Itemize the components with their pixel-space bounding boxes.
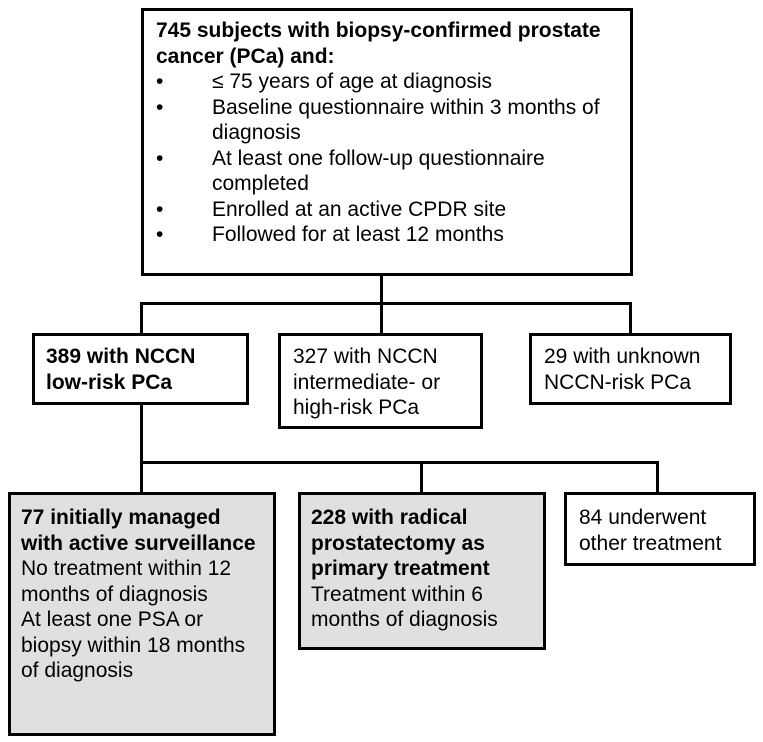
other-treatment-label: 84 underwent other treatment bbox=[579, 506, 722, 555]
connector-to-low-risk bbox=[140, 302, 143, 335]
connector-to-active-surveillance bbox=[140, 461, 143, 494]
connector-level3-horizontal bbox=[140, 461, 659, 464]
connector-to-other-treatment bbox=[656, 461, 659, 494]
connector-to-prostatectomy bbox=[420, 461, 423, 494]
top-box-title: 745 subjects with biopsy-confirmed prost… bbox=[156, 19, 601, 68]
other-treatment-box: 84 underwent other treatment bbox=[564, 492, 756, 566]
active-surveillance-criterion: No treatment within 12 months of diagnos… bbox=[21, 557, 232, 606]
unknown-risk-label: 29 with unknown NCCN-risk PCa bbox=[544, 345, 701, 394]
active-surveillance-box: 77 initially managed with active surveil… bbox=[8, 492, 276, 736]
connector-level2-horizontal bbox=[140, 302, 632, 305]
unknown-risk-box: 29 with unknown NCCN-risk PCa bbox=[529, 333, 732, 405]
intermediate-high-risk-label: 327 with NCCN intermediate- or high-risk… bbox=[293, 345, 441, 419]
connector-to-unknown bbox=[629, 302, 632, 335]
inclusion-criterion: Baseline questionnaire within 3 months o… bbox=[156, 95, 620, 146]
radical-prostatectomy-criterion: Treatment within 6 months of diagnosis bbox=[311, 582, 498, 632]
connector-low-risk-down bbox=[140, 403, 143, 463]
inclusion-criterion: At least one follow-up questionnaire com… bbox=[156, 146, 620, 197]
active-surveillance-title: 77 initially managed with active surveil… bbox=[21, 506, 256, 555]
inclusion-criteria-list: ≤ 75 years of age at diagnosis Baseline … bbox=[156, 69, 620, 248]
low-risk-label: 389 with NCCN low-risk PCa bbox=[46, 345, 196, 394]
top-inclusion-box: 745 subjects with biopsy-confirmed prost… bbox=[141, 8, 633, 276]
inclusion-criterion: Enrolled at an active CPDR site bbox=[156, 197, 620, 223]
radical-prostatectomy-title: 228 with radical prostatectomy as primar… bbox=[311, 506, 490, 580]
inclusion-criterion: ≤ 75 years of age at diagnosis bbox=[156, 69, 620, 95]
intermediate-high-risk-box: 327 with NCCN intermediate- or high-risk… bbox=[278, 333, 483, 429]
radical-prostatectomy-box: 228 with radical prostatectomy as primar… bbox=[298, 492, 546, 650]
connector-to-intermediate bbox=[380, 302, 383, 335]
low-risk-box: 389 with NCCN low-risk PCa bbox=[32, 333, 249, 405]
active-surveillance-criterion: At least one PSA or biopsy within 18 mon… bbox=[21, 608, 246, 682]
inclusion-criterion: Followed for at least 12 months bbox=[156, 222, 620, 248]
connector-top-down bbox=[380, 275, 383, 303]
